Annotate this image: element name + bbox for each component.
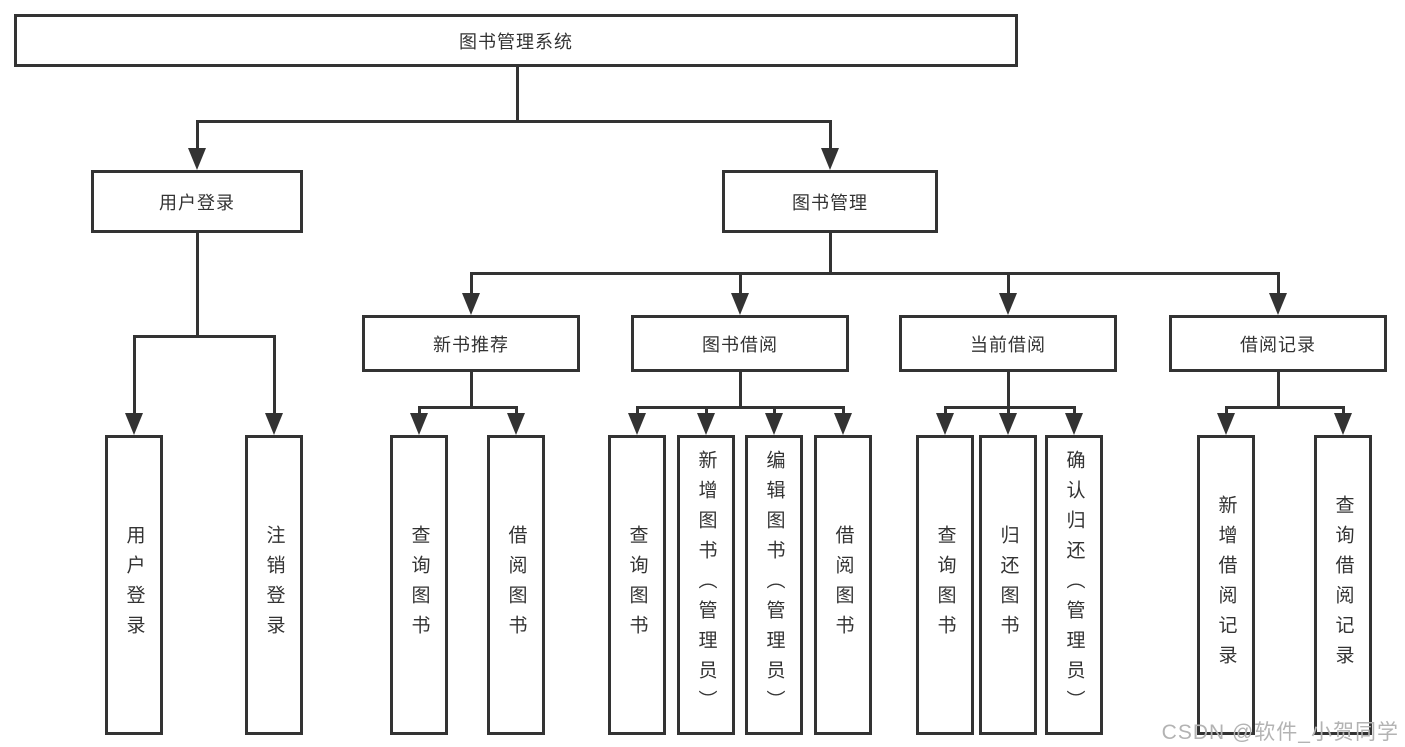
leaf-query-books-3: 查询图书 — [916, 435, 974, 735]
arrowhead-leaf-logout — [265, 413, 283, 435]
node-current-borrow: 当前借阅 — [899, 315, 1117, 372]
leaf-confirm-return-admin: 确认归还（管理员） — [1045, 435, 1103, 735]
connector-leaf-drop — [842, 406, 845, 415]
leaf-query-books-2: 查询图书 — [608, 435, 666, 735]
connector-level2-hline — [196, 120, 832, 123]
leaf-add-borrow-record: 新增借阅记录 — [1197, 435, 1255, 735]
node-user-login: 用户登录 — [91, 170, 303, 233]
leaf-logout-label: 注销登录 — [263, 525, 285, 645]
connector-book-borrow-drop — [739, 272, 742, 293]
leaf-borrow-books-2: 借阅图书 — [814, 435, 872, 735]
leaf-query-borrow-record-label: 查询借阅记录 — [1332, 495, 1354, 675]
node-user-login-label: 用户登录 — [159, 192, 235, 213]
arrowhead-book-management — [821, 148, 839, 170]
arrowhead-borrow-records — [1269, 293, 1287, 315]
connector-leaf-logout-drop — [273, 335, 276, 413]
connector-borrow-records-drop — [1277, 272, 1280, 293]
leaf-borrow-books-2-label: 借阅图书 — [832, 525, 854, 645]
arrowhead-leaf-query-books-1 — [410, 413, 428, 435]
connector-user-login-stem — [196, 233, 199, 338]
leaf-return-books-label: 归还图书 — [997, 525, 1019, 645]
connector-leaf-drop — [515, 406, 518, 415]
node-book-borrow-label: 图书借阅 — [702, 334, 778, 355]
leaf-query-books-2-label: 查询图书 — [626, 525, 648, 645]
node-new-book-recommend-label: 新书推荐 — [433, 334, 509, 355]
connector-user-login-hline — [133, 335, 276, 338]
connector-current-borrow-stem — [1007, 372, 1010, 409]
leaf-return-books: 归还图书 — [979, 435, 1037, 735]
connector-new-book-hline — [418, 406, 518, 409]
connector-current-borrow-drop — [1007, 272, 1010, 293]
arrowhead-leaf-edit-book — [765, 413, 783, 435]
arrowhead-leaf-borrow-books-1 — [507, 413, 525, 435]
node-book-management: 图书管理 — [722, 170, 938, 233]
connector-book-borrow-hline — [636, 406, 845, 409]
node-root: 图书管理系统 — [14, 14, 1018, 67]
leaf-borrow-books-1-label: 借阅图书 — [505, 525, 527, 645]
arrowhead-leaf-query-books-3 — [936, 413, 954, 435]
connector-new-book-drop — [470, 272, 473, 293]
leaf-query-books-3-label: 查询图书 — [934, 525, 956, 645]
node-book-borrow: 图书借阅 — [631, 315, 849, 372]
connector-leaf-drop — [705, 406, 708, 415]
connector-user-login-drop — [196, 120, 199, 148]
arrowhead-user-login — [188, 148, 206, 170]
connector-borrow-records-stem — [1277, 372, 1280, 409]
leaf-confirm-return-admin-label: 确认归还（管理员） — [1063, 450, 1085, 720]
csdn-watermark: CSDN @软件_小贺同学 — [1161, 721, 1399, 744]
connector-root-stem — [516, 67, 519, 123]
arrowhead-new-book — [462, 293, 480, 315]
leaf-borrow-books-1: 借阅图书 — [487, 435, 545, 735]
node-current-borrow-label: 当前借阅 — [970, 334, 1046, 355]
connector-leaf-user-login-drop — [133, 335, 136, 413]
leaf-edit-book-admin: 编辑图书（管理员） — [745, 435, 803, 735]
node-new-book-recommend: 新书推荐 — [362, 315, 580, 372]
arrowhead-leaf-query-books-2 — [628, 413, 646, 435]
connector-current-borrow-hline — [944, 406, 1076, 409]
leaf-logout: 注销登录 — [245, 435, 303, 735]
arrowhead-book-borrow — [731, 293, 749, 315]
connector-leaf-drop — [418, 406, 421, 415]
connector-leaf-drop — [636, 406, 639, 415]
leaf-user-login: 用户登录 — [105, 435, 163, 735]
connector-new-book-stem — [470, 372, 473, 409]
leaf-query-books-1: 查询图书 — [390, 435, 448, 735]
leaf-edit-book-admin-label: 编辑图书（管理员） — [763, 450, 785, 720]
connector-leaf-drop — [773, 406, 776, 415]
connector-book-borrow-stem — [739, 372, 742, 409]
arrowhead-leaf-user-login — [125, 413, 143, 435]
leaf-query-borrow-record: 查询借阅记录 — [1314, 435, 1372, 735]
connector-leaf-drop — [1073, 406, 1076, 415]
connector-leaf-drop — [1225, 406, 1228, 415]
arrowhead-leaf-return-books — [999, 413, 1017, 435]
node-borrow-records-label: 借阅记录 — [1240, 334, 1316, 355]
connector-book-management-drop — [829, 120, 832, 148]
node-root-label: 图书管理系统 — [459, 31, 573, 52]
connector-leaf-drop — [1342, 406, 1345, 415]
arrowhead-leaf-confirm-return — [1065, 413, 1083, 435]
arrowhead-leaf-borrow-books-2 — [834, 413, 852, 435]
connector-level3-hline — [470, 272, 1280, 275]
arrowhead-leaf-add-record — [1217, 413, 1235, 435]
arrowhead-leaf-add-book — [697, 413, 715, 435]
connector-borrow-records-hline — [1225, 406, 1345, 409]
node-borrow-records: 借阅记录 — [1169, 315, 1387, 372]
leaf-add-book-admin: 新增图书（管理员） — [677, 435, 735, 735]
arrowhead-leaf-query-record — [1334, 413, 1352, 435]
connector-book-management-stem — [829, 233, 832, 275]
arrowhead-current-borrow — [999, 293, 1017, 315]
leaf-query-books-1-label: 查询图书 — [408, 525, 430, 645]
node-book-management-label: 图书管理 — [792, 192, 868, 213]
leaf-add-book-admin-label: 新增图书（管理员） — [695, 450, 717, 720]
connector-leaf-drop — [1007, 406, 1010, 415]
leaf-add-borrow-record-label: 新增借阅记录 — [1215, 495, 1237, 675]
leaf-user-login-label: 用户登录 — [123, 525, 145, 645]
connector-leaf-drop — [944, 406, 947, 415]
